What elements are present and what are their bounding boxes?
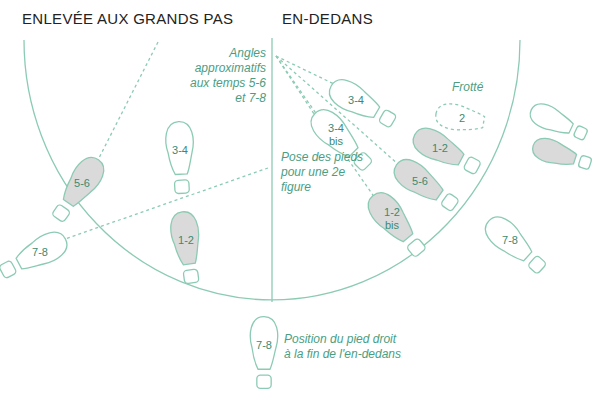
angle-line [99,42,158,158]
heel [463,156,481,175]
step-number: 7-8 [251,336,277,355]
heel [174,179,189,193]
step-number: 2 [449,109,475,128]
sole [250,316,277,369]
angle-line [276,56,334,84]
step-number: 7-8 [497,231,523,250]
sole [12,226,71,275]
sole [165,121,195,175]
center-line [271,38,272,302]
footprint [526,99,590,145]
section-title: EN-DEDANS [282,10,373,27]
diagram-title: ENLEVÉE AUX GRANDS PAS [22,10,233,27]
heel [378,109,397,128]
sole [305,104,364,163]
footprint [530,135,594,175]
sole [434,101,486,134]
heel [0,260,17,279]
footprint: 7-8 [251,336,277,355]
end-position-note: Position du pied droit à la fin de l'en-… [284,332,402,362]
angle-line [276,56,316,117]
sole [57,152,110,211]
step-number: 1-2 bis [379,203,405,234]
sole [480,211,537,267]
frotte-note: Frotté [452,80,512,95]
heel [353,152,373,172]
footprint: 7-8 [497,231,523,250]
heel [440,192,459,211]
footprint: 1-2 [427,139,453,158]
heel [257,375,271,388]
heel [527,255,546,274]
heel [51,203,70,222]
footprint: 1-2 bis [379,203,405,234]
sole [362,187,419,247]
sole [389,153,448,206]
step-number: 5-6 [407,172,433,191]
footprint: 7-8 [27,243,53,262]
angle-lines [65,42,398,239]
footprint: 3-4 [167,141,193,160]
heel [406,238,426,258]
footprint: 2 [449,109,475,128]
footprint: 5-6 [69,174,95,193]
second-figure-note: Pose des pieds pour une 2e figure [281,150,369,195]
angle-line [276,56,375,198]
heel [183,269,199,284]
step-number: 1-2 [173,231,199,250]
footprint: 3-4 [343,91,369,110]
step-number: 5-6 [69,174,95,193]
footprint: 1-2 [173,231,199,250]
sole [168,210,202,266]
angle-line [276,56,398,164]
step-number: 3-4 bis [323,119,349,150]
step-number: 7-8 [27,243,53,262]
step-number: 1-2 [427,139,453,158]
angle-note: Angles approximatifs aux temps 5-6 et 7-… [184,46,266,106]
footprint: 5-6 [407,172,433,191]
footprint: 3-4 bis [323,119,349,150]
step-number: 3-4 [167,141,193,160]
step-number: 3-4 [343,91,369,110]
